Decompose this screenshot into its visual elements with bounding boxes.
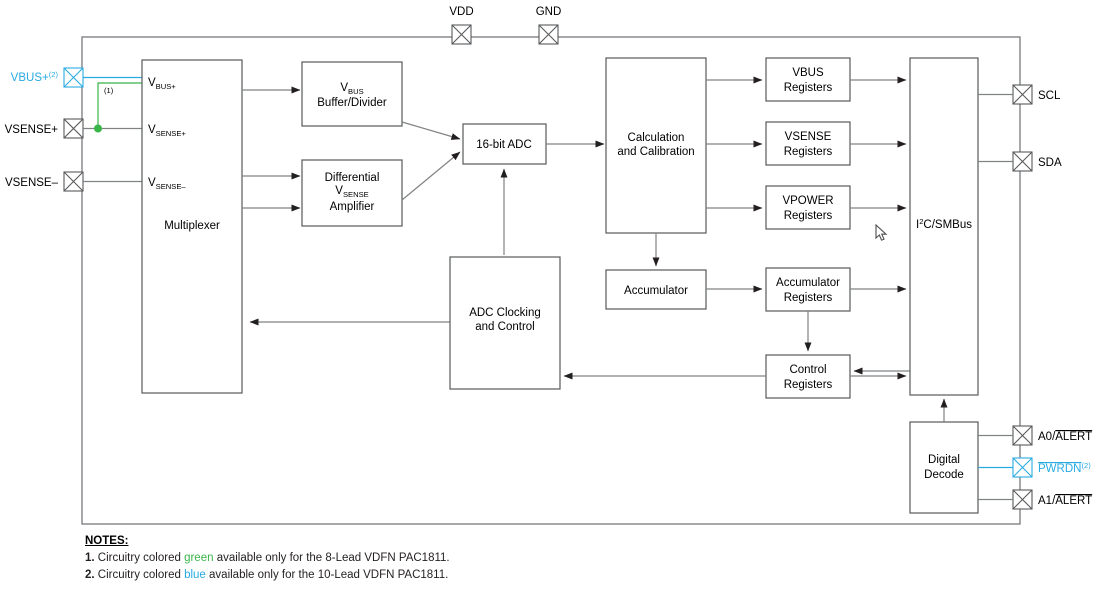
vsense-regs-line2: Registers bbox=[784, 146, 833, 158]
i2c-label: I2C/SMBus bbox=[916, 217, 972, 231]
note-1-pre: Circuitry colored bbox=[97, 552, 185, 564]
note-1-number: 1. bbox=[85, 552, 95, 564]
notes-heading: NOTES: bbox=[85, 535, 129, 547]
pin-sda-label: SDA bbox=[1038, 157, 1062, 169]
note-item-2: 2. Circuitry colored blue available only… bbox=[85, 569, 785, 581]
diff-amp-line1: Differential bbox=[325, 172, 380, 184]
vpower-regs-line2: Registers bbox=[784, 210, 833, 222]
vsense-regs-line1: VSENSE bbox=[785, 131, 832, 143]
pin-vsense-minus-label: VSENSE– bbox=[5, 177, 59, 189]
pin-a1-alert-label: A1/ALERT bbox=[1038, 495, 1092, 507]
block-vbus-registers[interactable] bbox=[765, 57, 851, 102]
junction-dot bbox=[94, 124, 102, 133]
pin-vbus-plus-label: VBUS+(2) bbox=[11, 70, 59, 84]
pin-scl[interactable] bbox=[1012, 84, 1033, 105]
pin-vbus-plus[interactable] bbox=[63, 67, 84, 88]
a0-alert-overline-text: ALERT bbox=[1055, 431, 1092, 443]
block-accumulator[interactable] bbox=[605, 269, 707, 310]
block-calculation-calibration[interactable] bbox=[605, 57, 707, 234]
note-item-1: 1. Circuitry colored green available onl… bbox=[85, 552, 785, 564]
block-vbus-buffer-divider[interactable] bbox=[301, 61, 403, 127]
digital-decode-line2: Decode bbox=[924, 469, 964, 481]
block-vpower-registers[interactable] bbox=[765, 185, 851, 230]
a1-alert-overline-text: ALERT bbox=[1055, 495, 1092, 507]
adc-label: 16-bit ADC bbox=[476, 139, 532, 151]
note-2-color-word: blue bbox=[184, 569, 206, 581]
digital-decode-line1: Digital bbox=[928, 454, 960, 466]
block-digital-decode[interactable] bbox=[909, 421, 979, 514]
mouse-cursor-icon bbox=[875, 224, 888, 241]
note-1-post: available only for the 8-Lead VDFN PAC18… bbox=[213, 552, 450, 564]
pin-gnd-label: GND bbox=[536, 6, 562, 18]
pin-vsense-plus[interactable] bbox=[63, 118, 84, 139]
pin-scl-label: SCL bbox=[1038, 90, 1061, 102]
calc-line1: Calculation bbox=[628, 132, 685, 144]
block-multiplexer[interactable] bbox=[141, 59, 243, 394]
block-adc-clocking-control[interactable] bbox=[449, 256, 561, 390]
pin-pwrdn[interactable] bbox=[1012, 457, 1033, 478]
pin-vdd[interactable] bbox=[451, 24, 472, 45]
control-regs-line2: Registers bbox=[784, 379, 833, 391]
block-control-registers[interactable] bbox=[765, 354, 851, 399]
block-16bit-adc[interactable] bbox=[462, 123, 547, 165]
accum-regs-line2: Registers bbox=[784, 292, 833, 304]
pin-pwrdn-label: PWRDN(2) bbox=[1038, 461, 1091, 475]
accum-regs-line1: Accumulator bbox=[776, 277, 840, 289]
adc-clock-line2: and Control bbox=[475, 321, 534, 333]
vpower-regs-line1: VPOWER bbox=[782, 195, 833, 207]
pin-a0-alert-label: A0/ALERT bbox=[1038, 431, 1092, 443]
block-accumulator-registers[interactable] bbox=[765, 267, 851, 312]
note-2-post: available only for the 10-Lead VDFN PAC1… bbox=[205, 569, 449, 581]
calc-line2: and Calibration bbox=[617, 146, 694, 158]
pin-vsense-minus[interactable] bbox=[63, 171, 84, 192]
pin-a0-alert[interactable] bbox=[1012, 425, 1033, 446]
pin-vsense-plus-label: VSENSE+ bbox=[5, 124, 59, 136]
note-2-pre: Circuitry colored bbox=[97, 569, 185, 581]
vbus-regs-line1: VBUS bbox=[792, 67, 824, 79]
pin-a1-alert[interactable] bbox=[1012, 489, 1033, 510]
accumulator-label: Accumulator bbox=[624, 285, 688, 297]
block-i2c-smbus[interactable] bbox=[909, 57, 979, 396]
note1-marker: (1) bbox=[104, 86, 114, 95]
note-2-number: 2. bbox=[85, 569, 95, 581]
adc-clock-line1: ADC Clocking bbox=[469, 307, 541, 319]
diff-amp-line3: Amplifier bbox=[330, 201, 375, 213]
notes-section: NOTES: 1. Circuitry colored green availa… bbox=[85, 535, 785, 586]
pin-vdd-label: VDD bbox=[449, 6, 473, 18]
pin-sda[interactable] bbox=[1012, 151, 1033, 172]
vbus-regs-line2: Registers bbox=[784, 82, 833, 94]
control-regs-line1: Control bbox=[789, 364, 826, 376]
pwrdn-overline-text: PWRDN bbox=[1038, 463, 1081, 475]
vbus-buffer-line2: Buffer/Divider bbox=[317, 97, 387, 109]
note1-green-jumper bbox=[97, 82, 142, 129]
block-differential-vsense-amplifier[interactable] bbox=[301, 159, 403, 227]
note-1-color-word: green bbox=[184, 552, 214, 564]
pin-gnd[interactable] bbox=[538, 24, 559, 45]
mux-label: Multiplexer bbox=[164, 220, 220, 232]
block-vsense-registers[interactable] bbox=[765, 121, 851, 166]
